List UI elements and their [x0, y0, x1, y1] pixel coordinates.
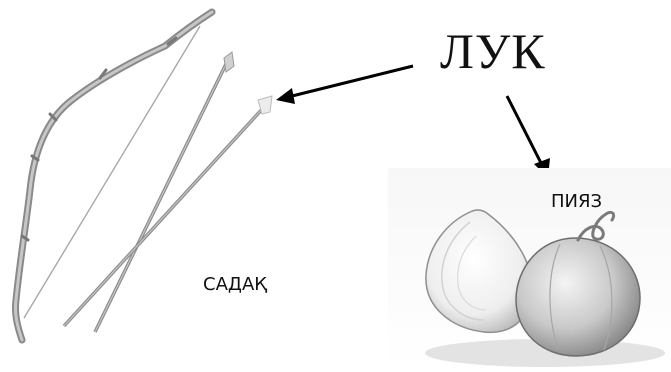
- main-word: ЛУК: [440, 26, 546, 76]
- pointer-arrow-left: [276, 66, 413, 104]
- onion-drawing: [388, 168, 671, 372]
- pointer-arrow-down: [507, 96, 550, 178]
- bow-label: САДАҚ: [203, 276, 267, 294]
- onion-label: ПИЯЗ: [551, 193, 602, 211]
